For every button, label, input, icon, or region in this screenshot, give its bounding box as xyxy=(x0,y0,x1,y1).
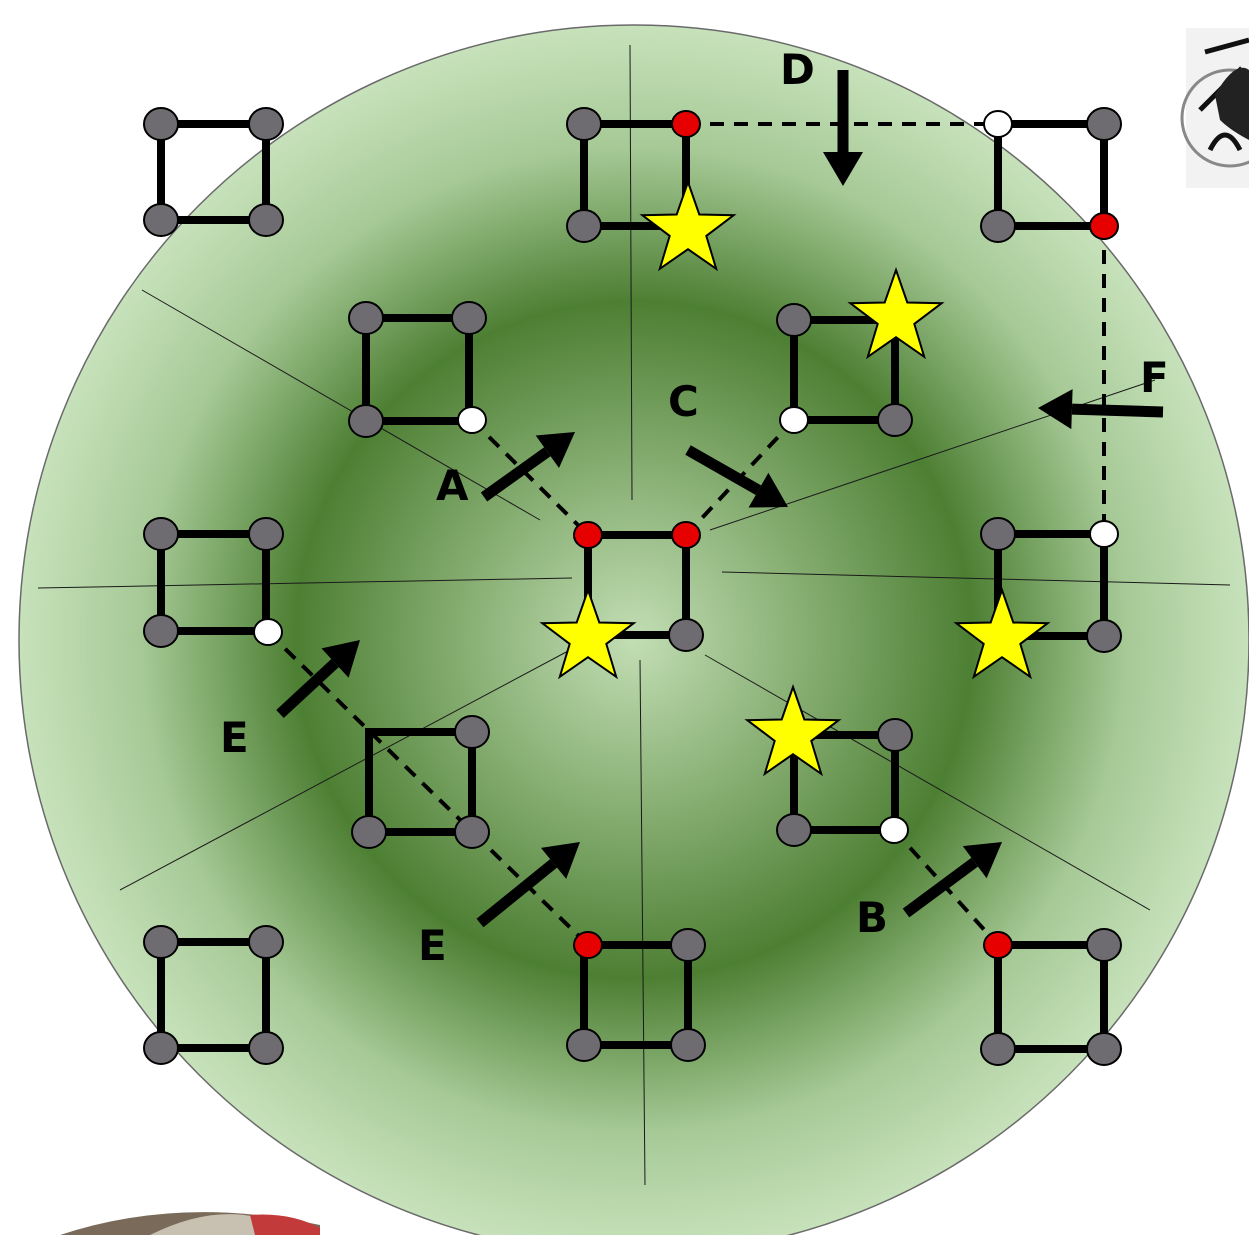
red-node xyxy=(1089,212,1119,240)
gray-node xyxy=(980,209,1016,243)
gray-node xyxy=(451,301,487,335)
gray-node xyxy=(670,928,706,962)
white-node xyxy=(779,406,809,434)
white-node xyxy=(879,816,909,844)
gray-node xyxy=(877,718,913,752)
arrow-icon xyxy=(1038,389,1164,430)
square xyxy=(994,941,1108,1053)
gray-node xyxy=(668,618,704,652)
label-c: C xyxy=(668,377,699,426)
arrow-icon xyxy=(480,432,575,502)
arrow-icon xyxy=(476,842,580,928)
red-node xyxy=(573,931,603,959)
gray-node xyxy=(248,925,284,959)
gray-node xyxy=(248,517,284,551)
gray-node xyxy=(1086,928,1122,962)
red-node xyxy=(573,521,603,549)
white-node xyxy=(457,406,487,434)
gray-node xyxy=(454,815,490,849)
square xyxy=(157,938,270,1052)
gray-node xyxy=(351,815,387,849)
gray-node xyxy=(1086,619,1122,653)
square-units xyxy=(157,120,1108,1053)
red-node xyxy=(983,931,1013,959)
gray-node xyxy=(143,203,179,237)
label-f: F xyxy=(1140,353,1169,402)
square xyxy=(157,120,270,224)
square xyxy=(362,314,473,425)
gray-node xyxy=(1086,107,1122,141)
disc xyxy=(18,24,1249,1235)
arrows xyxy=(276,70,1164,928)
photo-fragment xyxy=(60,1212,320,1235)
label-b: B xyxy=(856,893,888,942)
star-icon xyxy=(539,586,637,680)
square xyxy=(157,530,270,635)
square xyxy=(994,120,1108,230)
horse-emblem-icon xyxy=(1180,28,1249,188)
gray-node xyxy=(248,1031,284,1065)
gray-node xyxy=(143,925,179,959)
arrow-icon xyxy=(685,445,788,508)
gray-node xyxy=(566,107,602,141)
gray-node xyxy=(348,404,384,438)
arrow-icon xyxy=(902,842,1002,918)
square xyxy=(994,530,1108,640)
arrow-icon xyxy=(276,640,360,719)
square xyxy=(790,731,899,834)
star-icon xyxy=(639,178,737,272)
square xyxy=(584,531,690,639)
gray-node xyxy=(980,1032,1016,1066)
gray-node xyxy=(454,715,490,749)
label-a: A xyxy=(436,461,469,510)
gray-node xyxy=(143,614,179,648)
gray-node xyxy=(248,107,284,141)
label-d: D xyxy=(780,45,815,94)
gray-node xyxy=(776,303,812,337)
square xyxy=(580,941,692,1049)
nodes xyxy=(143,107,1122,1066)
white-node xyxy=(1089,520,1119,548)
star-icon xyxy=(953,586,1051,680)
star-icon xyxy=(744,683,842,777)
white-node xyxy=(253,618,283,646)
gray-node xyxy=(980,517,1016,551)
arrow-icon xyxy=(823,70,863,186)
gray-node xyxy=(348,301,384,335)
gray-node xyxy=(143,107,179,141)
gray-node xyxy=(1086,1032,1122,1066)
red-node xyxy=(671,110,701,138)
stars xyxy=(539,178,1051,777)
label-e-bottom: E xyxy=(418,921,447,970)
gray-node xyxy=(776,813,812,847)
red-node xyxy=(671,521,701,549)
star-icon xyxy=(847,266,945,360)
gray-node xyxy=(143,1031,179,1065)
square xyxy=(790,316,899,424)
gray-node xyxy=(143,517,179,551)
gray-node xyxy=(877,403,913,437)
label-e-left: E xyxy=(220,713,249,762)
white-node xyxy=(983,110,1013,138)
gray-node xyxy=(566,1028,602,1062)
square xyxy=(580,120,690,230)
gray-node xyxy=(566,209,602,243)
gray-node xyxy=(248,203,284,237)
gray-node xyxy=(670,1028,706,1062)
square xyxy=(365,728,476,836)
